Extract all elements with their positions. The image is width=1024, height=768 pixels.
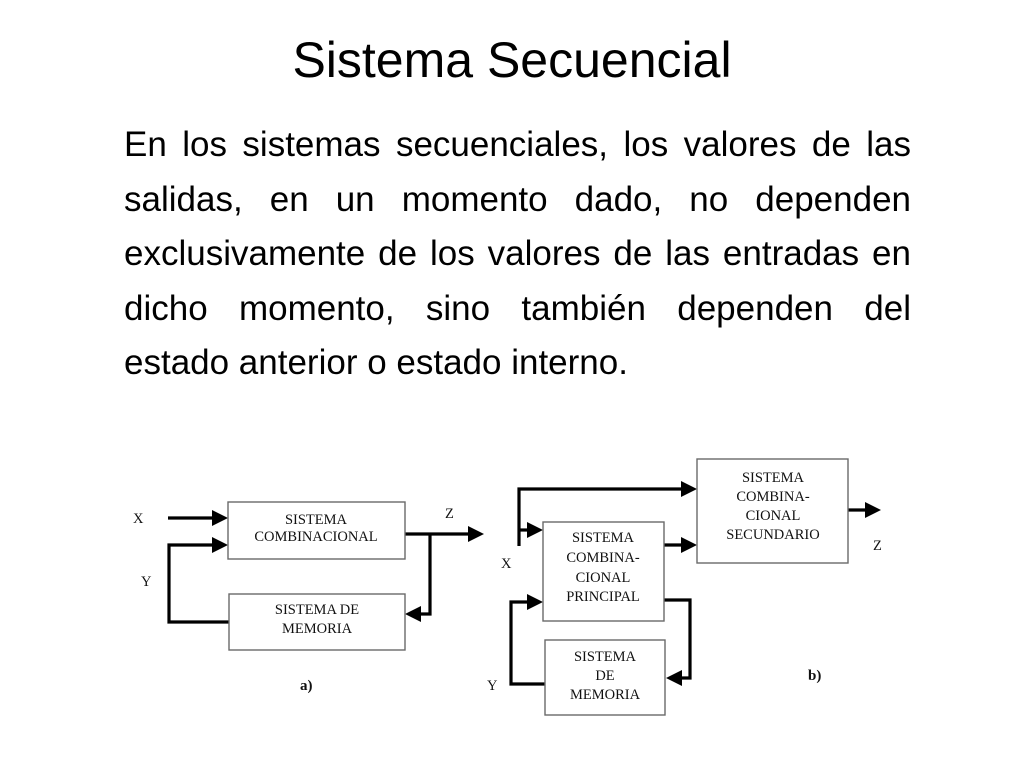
- diagram-b-principal-label-4: PRINCIPAL: [566, 589, 640, 605]
- diagram-b-state-y-label: Y: [487, 678, 498, 694]
- diagram-a-memory-box: [228, 593, 406, 651]
- diagram-a-memory-label-1: SISTEMA DE: [275, 602, 359, 618]
- diagram-b-principal-label-2: COMBINA-: [566, 550, 639, 566]
- diagram-a-output-arrowhead: [468, 526, 484, 542]
- diagram-b-memory-wire: [664, 598, 692, 680]
- diagram-b-input-x-top-arrowhead: [681, 481, 697, 497]
- diagram-a-input-x-label: X: [133, 511, 144, 527]
- diagram-b-secondary-label-2: COMBINA-: [736, 489, 809, 505]
- diagram-b-secondary-label-4: SECUNDARIO: [726, 527, 819, 543]
- diagram-a: SISTEMA COMBINACIONAL SISTEMA DE MEMORIA…: [133, 501, 484, 694]
- diagram-b-memory-label-1: SISTEMA: [574, 649, 637, 665]
- diagram-b-principal-box: [542, 521, 665, 622]
- diagram-b-secondary-label-1: SISTEMA: [742, 470, 805, 486]
- diagram-a-combinational-label-2: COMBINACIONAL: [254, 529, 377, 545]
- diagram-b-memory-arrowhead: [666, 670, 682, 686]
- diagram-b-input-x-label: X: [501, 556, 512, 572]
- diagram-b-input-x-branch-arrowhead: [527, 522, 543, 538]
- slide-body-text: En los sistemas secuenciales, los valore…: [124, 125, 911, 382]
- diagram-b-feedback-arrowhead: [527, 594, 543, 610]
- slide-title: Sistema Secuencial: [292, 32, 732, 88]
- diagram-b-secondary-box: [696, 458, 849, 564]
- diagram-b-principal-label-3: CIONAL: [576, 570, 631, 586]
- diagram-a-memory-arrowhead: [405, 606, 421, 622]
- diagram-b-output-z-label: Z: [873, 538, 882, 554]
- diagram-b-memory-box: [544, 639, 666, 716]
- diagram-b-input-x-wire: [517, 487, 682, 546]
- diagram-b-secondary-label-3: CIONAL: [746, 508, 801, 524]
- diagram-b-principal-label-1: SISTEMA: [572, 530, 635, 546]
- diagram-a-caption: a): [300, 678, 313, 694]
- diagram-b-caption: b): [808, 668, 821, 684]
- diagram-a-input-x-arrowhead: [212, 510, 228, 526]
- diagram-b: SISTEMA COMBINA- CIONAL SECUNDARIO SISTE…: [487, 458, 882, 716]
- diagram-a-memory-wire: [420, 534, 432, 616]
- diagram-a-memory-label-2: MEMORIA: [282, 621, 353, 637]
- diagram-a-combinational-label-1: SISTEMA: [285, 512, 348, 528]
- diagram-a-combinational-box: [227, 501, 406, 560]
- diagram-b-memory-label-3: MEMORIA: [570, 687, 641, 703]
- diagram-b-memory-label-2: DE: [595, 668, 614, 684]
- diagram-b-output-arrowhead: [865, 502, 881, 518]
- diagram-a-feedback-arrowhead: [212, 537, 228, 553]
- diagram-a-state-y-label: Y: [141, 574, 152, 590]
- diagram-b-principal-to-secondary-arrowhead: [681, 537, 697, 553]
- diagram-a-output-z-label: Z: [445, 506, 454, 522]
- diagram-a-feedback-wire: [167, 543, 229, 624]
- diagram-b-feedback-wire: [509, 600, 545, 686]
